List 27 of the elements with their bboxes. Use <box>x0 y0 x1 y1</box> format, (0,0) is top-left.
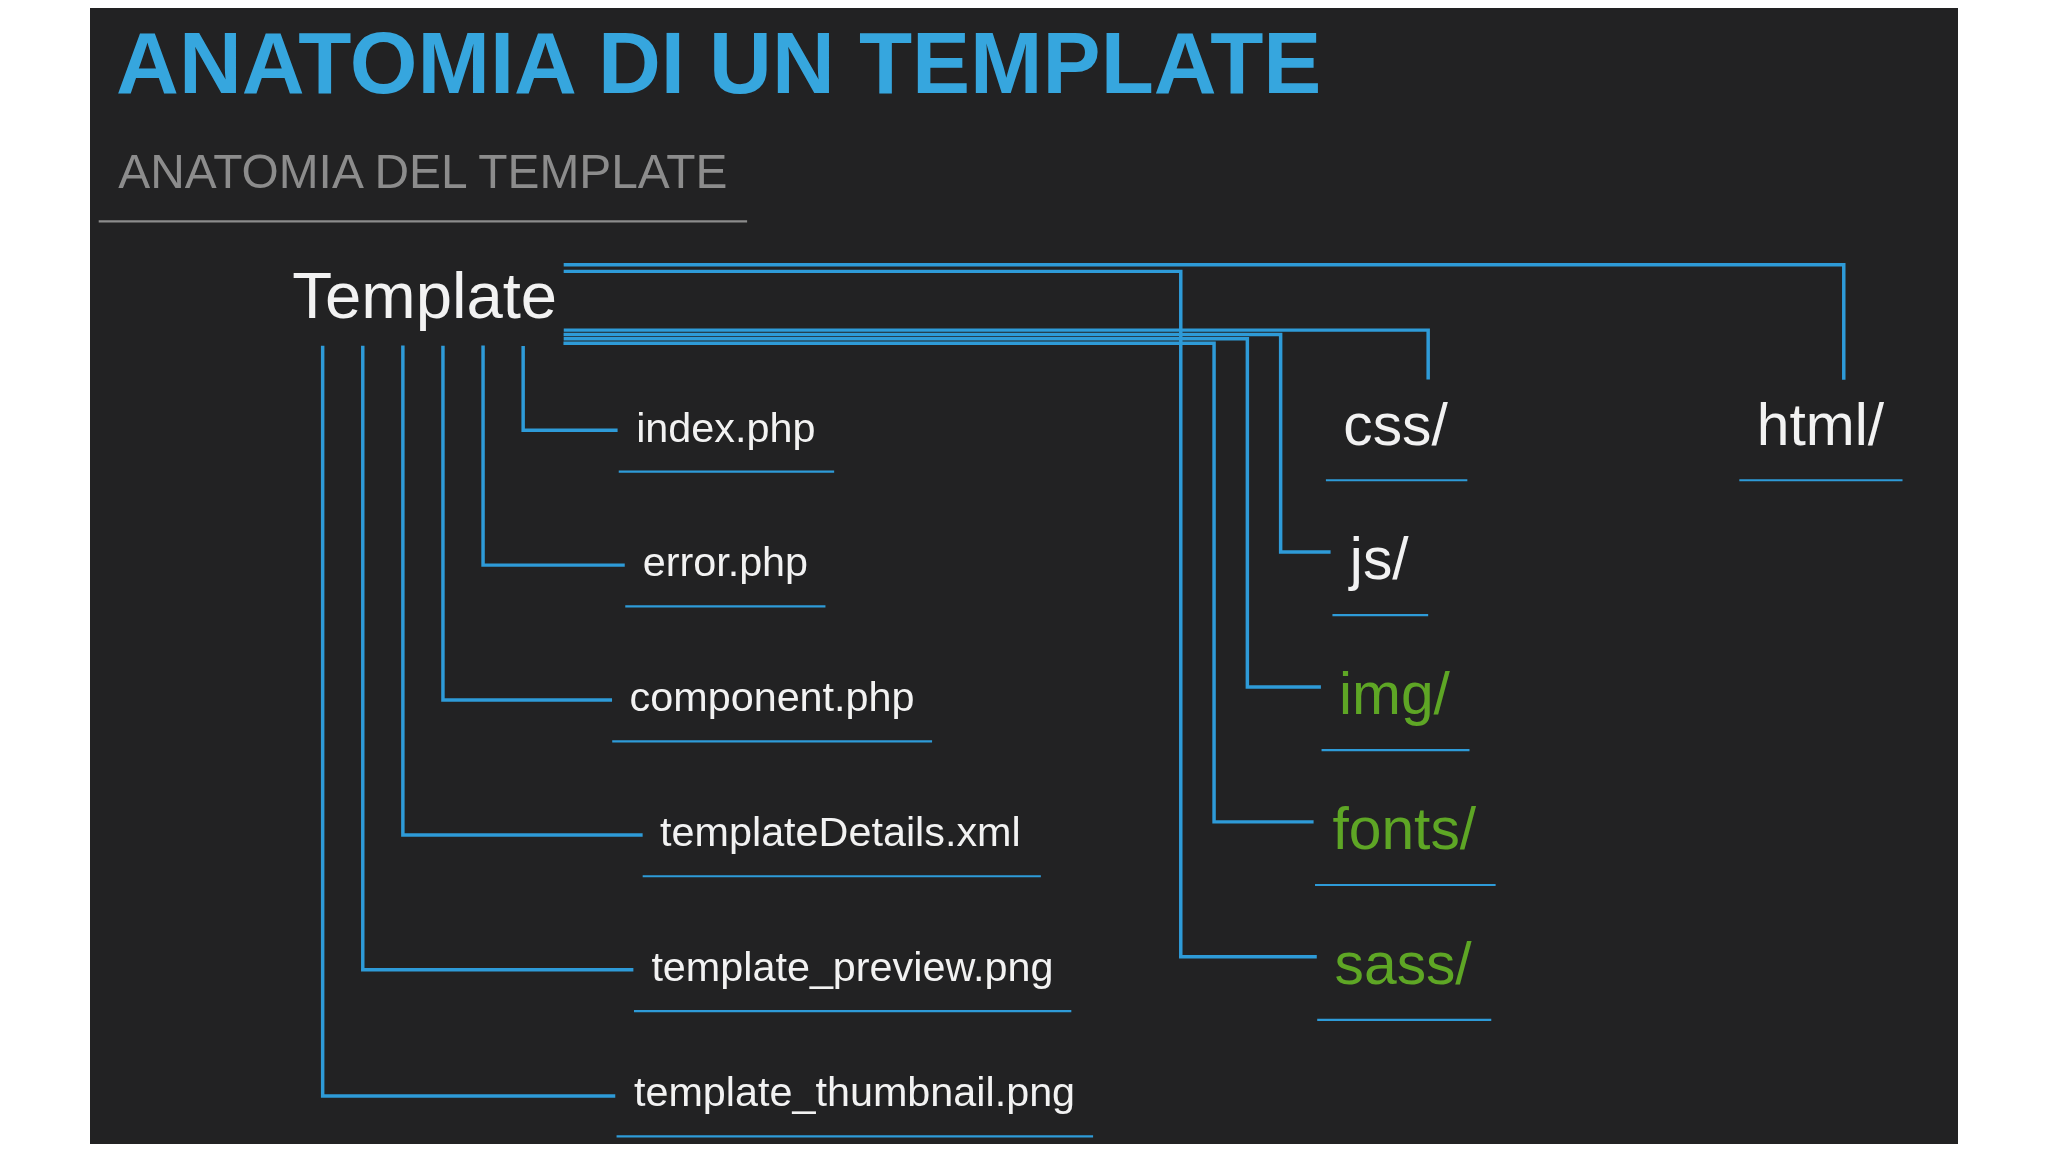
node-text: css/ <box>1343 391 1448 457</box>
connector <box>521 346 618 432</box>
node-text: html/ <box>1756 391 1885 457</box>
node-text: index.php <box>636 404 816 451</box>
node-text: templateDetails.xml <box>660 809 1021 856</box>
node-text: sass/ <box>1334 931 1472 997</box>
node-text: fonts/ <box>1332 796 1477 862</box>
connector <box>563 337 1321 689</box>
connector <box>320 345 616 1098</box>
connector <box>563 269 1317 959</box>
connector <box>361 345 634 972</box>
connector <box>401 345 643 837</box>
node-text: img/ <box>1338 661 1450 727</box>
node-text: error.php <box>642 539 809 586</box>
node-text: template_preview.png <box>651 944 1054 991</box>
node-text: template_thumbnail.png <box>633 1069 1076 1116</box>
connector <box>441 345 613 702</box>
node-text: js/ <box>1349 526 1409 592</box>
connector <box>563 328 1430 380</box>
node-text: Template <box>292 259 558 333</box>
label: ANATOMIA DEL TEMPLATE <box>118 144 728 198</box>
connector <box>481 345 625 567</box>
diagram-title: ANATOMIA DI UN TEMPLATE <box>116 13 1322 111</box>
connector <box>563 263 1846 380</box>
connector <box>563 332 1331 554</box>
connector <box>563 341 1314 824</box>
node-text: component.php <box>629 674 915 721</box>
